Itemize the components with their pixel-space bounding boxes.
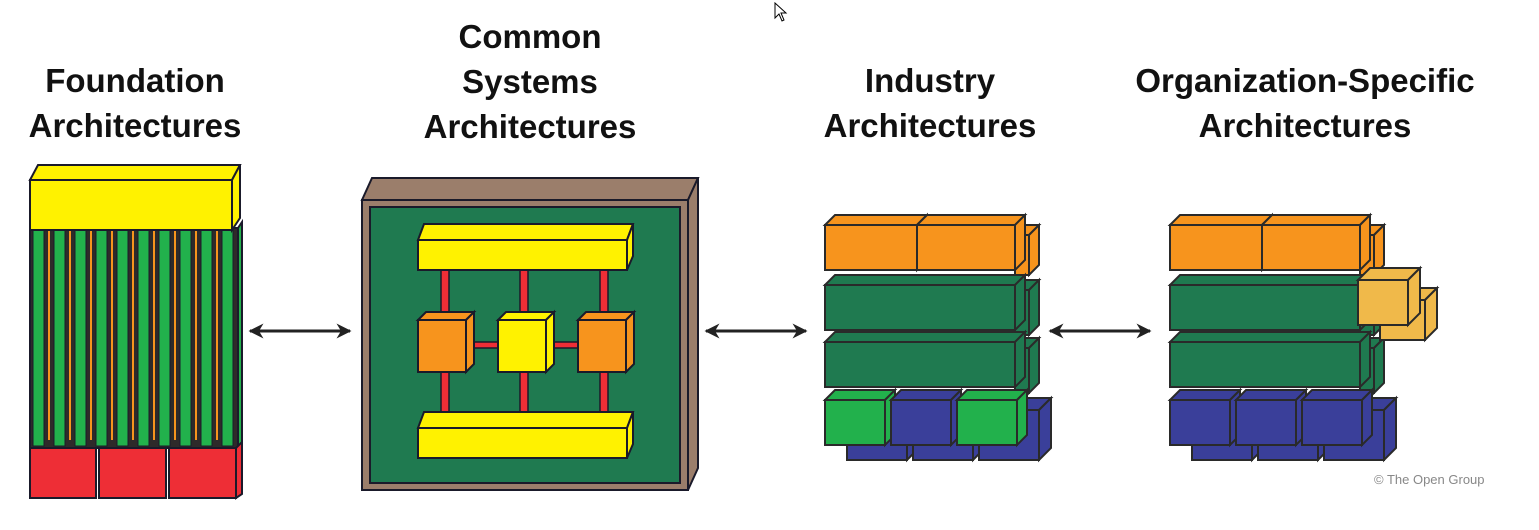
thin-line [195,230,197,440]
layer-block [822,329,1028,390]
copyright-notice: © The Open Group [1374,472,1485,487]
front-block [1233,387,1309,448]
mouse-cursor-icon [774,2,788,22]
layer-block [1167,329,1373,390]
column [221,229,234,447]
column [137,229,150,447]
component-cube [495,309,557,375]
title-industry-architectures: Industry Architectures [823,62,1037,144]
layer-block [822,272,1028,333]
front-block [1167,387,1243,448]
column [200,229,213,447]
thin-line [111,230,113,440]
thin-line [48,230,50,440]
organization-specific-architecture-graphic [1167,212,1440,463]
front-block [822,387,898,448]
top-block [914,212,1028,273]
component-cube [575,309,637,375]
top-block [1167,212,1275,273]
thin-line [174,230,176,440]
column [53,229,66,447]
custom-block [1355,265,1423,328]
front-block [888,387,964,448]
column [32,229,45,447]
foundation-architecture-graphic [28,164,243,500]
title-common-systems-architectures: Common Systems Architectures [423,18,637,145]
component-cube [415,309,477,375]
thin-line [216,230,218,440]
column [179,229,192,447]
top-block [1259,212,1373,273]
thin-line [153,230,155,440]
title-organization-specific-architectures: Organization-Specific Architectures [1135,62,1475,144]
thin-line [90,230,92,440]
column [116,229,129,447]
column [74,229,87,447]
layer-block [1167,272,1373,333]
thin-line [69,230,71,440]
column [95,229,108,447]
top-block [822,212,930,273]
front-block [954,387,1030,448]
title-foundation-architectures: Foundation Architectures [28,62,242,144]
industry-architecture-graphic [822,212,1054,463]
thin-line [132,230,134,440]
common-systems-architecture-graphic [360,177,700,491]
column [158,229,171,447]
front-block [1299,387,1375,448]
